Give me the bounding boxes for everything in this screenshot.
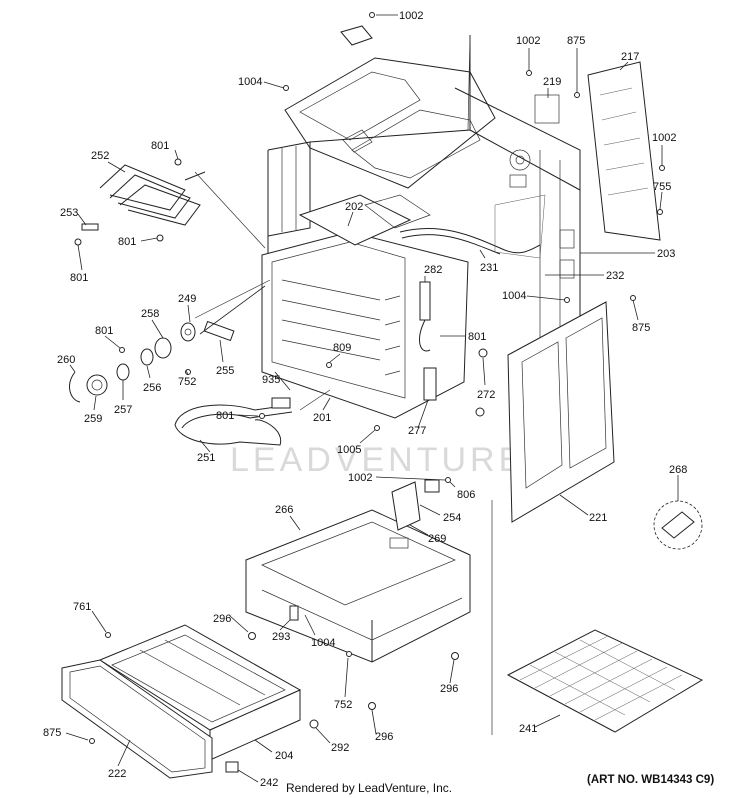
storage-drawer-housing bbox=[245, 509, 471, 663]
part-label: 752 bbox=[334, 699, 352, 711]
part-label: 255 bbox=[216, 365, 234, 377]
part-label: 269 bbox=[428, 533, 446, 545]
part-label: 277 bbox=[408, 425, 426, 437]
part-label: 231 bbox=[480, 262, 498, 274]
part-label: 801 bbox=[70, 272, 88, 284]
part-label: 1004 bbox=[238, 76, 262, 88]
part-label: 801 bbox=[151, 140, 169, 152]
oven-cabinet-body bbox=[267, 35, 581, 351]
part-label: 258 bbox=[141, 308, 159, 320]
part-label: 1002 bbox=[399, 10, 423, 22]
part-label: 219 bbox=[543, 76, 561, 88]
part-label: 809 bbox=[333, 342, 351, 354]
insulation-blanket bbox=[298, 194, 431, 246]
part-label: 1004 bbox=[311, 637, 335, 649]
part-label: 1002 bbox=[348, 472, 372, 484]
part-label: 217 bbox=[621, 51, 639, 63]
part-label: 256 bbox=[143, 382, 161, 394]
part-label: 266 bbox=[275, 504, 293, 516]
part-label: 1002 bbox=[516, 35, 540, 47]
leader-lines bbox=[65, 14, 679, 783]
part-label: 259 bbox=[84, 413, 102, 425]
part-label: 752 bbox=[178, 376, 196, 388]
rendered-by-credit: Rendered by LeadVenture, Inc. bbox=[286, 781, 452, 795]
part-label: 296 bbox=[440, 683, 458, 695]
drawer-bracket bbox=[391, 479, 440, 531]
screws bbox=[89, 12, 665, 773]
part-label: 232 bbox=[606, 270, 624, 282]
part-label: 254 bbox=[443, 512, 461, 524]
oven-top-cover bbox=[284, 25, 496, 189]
part-label: 253 bbox=[60, 207, 78, 219]
part-label: 260 bbox=[57, 354, 75, 366]
oven-liner bbox=[261, 231, 469, 419]
part-label: 801 bbox=[216, 410, 234, 422]
part-label: 875 bbox=[632, 322, 650, 334]
part-label: 801 bbox=[118, 236, 136, 248]
part-label: 272 bbox=[477, 389, 495, 401]
wire-harness bbox=[399, 194, 546, 259]
part-label: 761 bbox=[73, 601, 91, 613]
broil-element bbox=[74, 158, 206, 246]
part-label: 222 bbox=[108, 768, 126, 780]
drawer-front-panel bbox=[61, 659, 213, 779]
part-label: 801 bbox=[95, 325, 113, 337]
part-label: 204 bbox=[275, 750, 293, 762]
part-label: 268 bbox=[669, 464, 687, 476]
projection-lines bbox=[194, 35, 493, 735]
part-label: 203 bbox=[657, 248, 675, 260]
storage-drawer bbox=[98, 624, 302, 761]
part-label: 292 bbox=[331, 742, 349, 754]
bake-element bbox=[174, 397, 293, 446]
part-label: 875 bbox=[43, 727, 61, 739]
part-label: 1005 bbox=[337, 444, 361, 456]
oven-door-panel bbox=[507, 301, 615, 523]
part-label: 296 bbox=[213, 613, 231, 625]
detail-callout-circle bbox=[653, 500, 703, 550]
part-label: 249 bbox=[178, 293, 196, 305]
part-label: 221 bbox=[589, 512, 607, 524]
part-label: 251 bbox=[197, 452, 215, 464]
art-number: (ART NO. WB14343 C9) bbox=[587, 774, 714, 786]
part-label: 1002 bbox=[652, 132, 676, 144]
door-hinge bbox=[423, 348, 488, 417]
part-label: 257 bbox=[114, 404, 132, 416]
watermark-text: LEADVENTURE bbox=[230, 441, 525, 479]
part-label: 935 bbox=[262, 374, 280, 386]
part-label: 201 bbox=[313, 412, 331, 424]
part-label: 242 bbox=[260, 777, 278, 789]
rear-side-panel bbox=[534, 61, 661, 241]
oven-rack bbox=[506, 629, 704, 733]
part-label: 293 bbox=[272, 631, 290, 643]
part-label: 296 bbox=[375, 731, 393, 743]
part-label: 252 bbox=[91, 150, 109, 162]
part-label: 806 bbox=[457, 489, 475, 501]
part-label: 282 bbox=[424, 264, 442, 276]
part-label: 1004 bbox=[502, 290, 526, 302]
part-number-labels: 1002 1002 875 217 1004 219 1002 801 252 … bbox=[43, 10, 687, 789]
part-label: 801 bbox=[468, 331, 486, 343]
part-label: 241 bbox=[519, 723, 537, 735]
part-label: 875 bbox=[567, 35, 585, 47]
part-label: 202 bbox=[345, 201, 363, 213]
part-label: 755 bbox=[653, 181, 671, 193]
convection-fan-parts bbox=[69, 285, 266, 403]
